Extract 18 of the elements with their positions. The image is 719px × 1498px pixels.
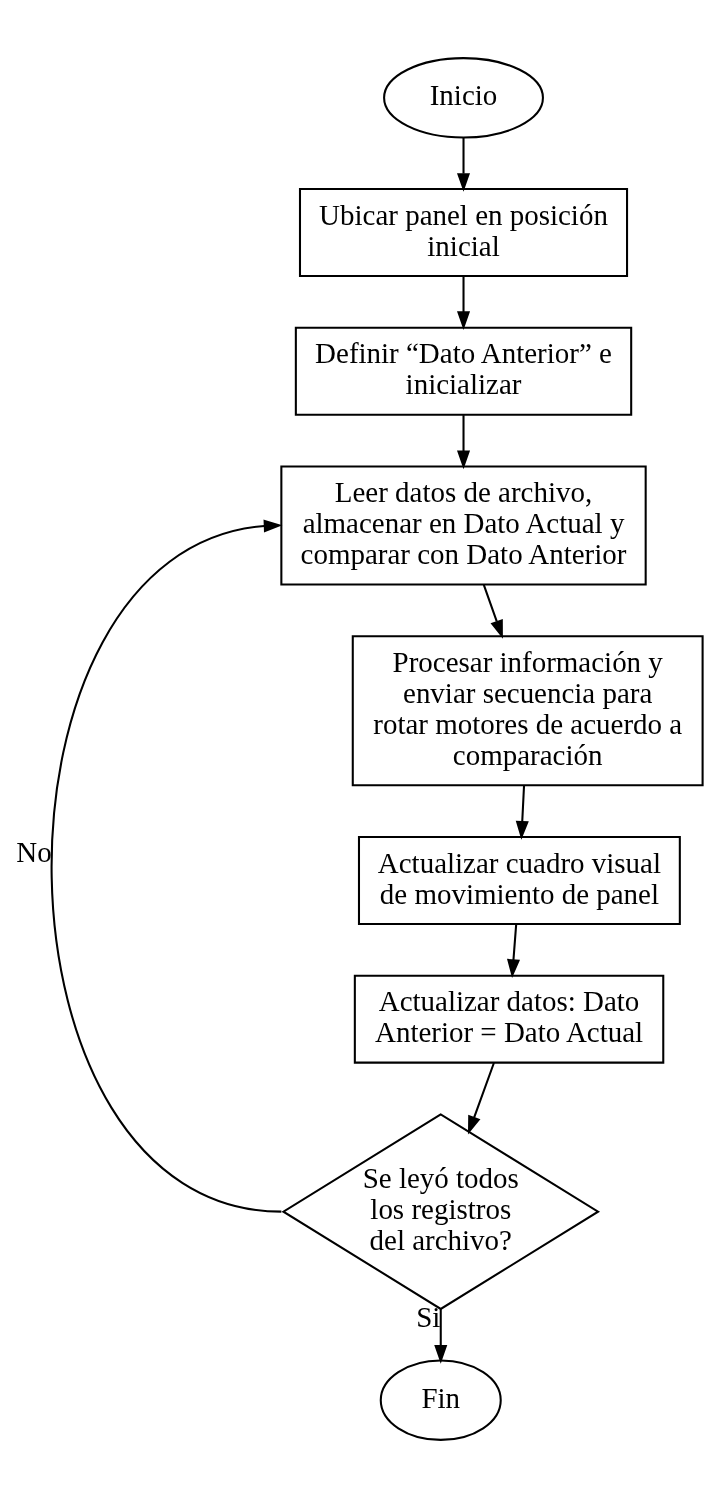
arrow — [482, 584, 503, 639]
arrow — [457, 415, 471, 470]
node-box: Actualizar cuadro visual de movimiento de panel — [357, 835, 681, 925]
node-box: Leer datos de archivo, almacenar en Dato Actual y comparar con Dato Anterior — [280, 465, 647, 586]
edge-label: No — [16, 836, 52, 869]
node-box: Definir “Dato Anterior” e inicializar — [294, 326, 633, 416]
arrow — [50, 519, 283, 1213]
arrow — [457, 276, 471, 330]
node-box: Procesar información y enviar secuencia para rotar motores de acuerdo a comparación — [351, 635, 704, 787]
node-ellipse: Inicio — [383, 57, 544, 139]
arrow — [515, 785, 529, 840]
arrow — [434, 1309, 448, 1364]
arrow — [467, 1062, 495, 1135]
arrow — [457, 137, 471, 192]
node-box: Ubicar panel en posición inicial — [298, 188, 629, 278]
arrow — [506, 924, 520, 978]
node-box: Actualizar datos: Dato Anterior = Dato Actual — [353, 974, 665, 1064]
node-ellipse: Fin — [379, 1359, 502, 1441]
